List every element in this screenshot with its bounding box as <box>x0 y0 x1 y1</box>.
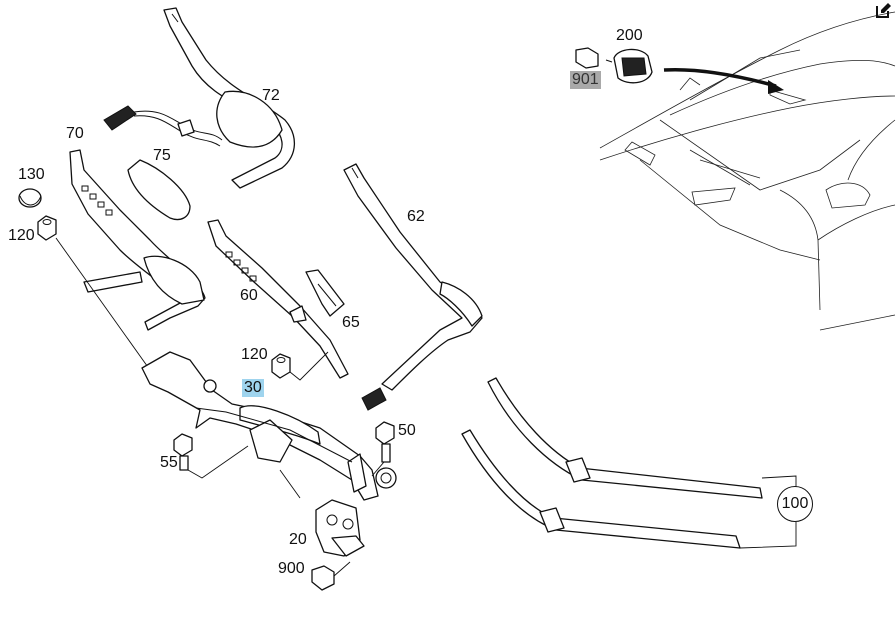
part-130-cap[interactable] <box>18 188 42 208</box>
edit-pencil-icon[interactable] <box>874 2 892 20</box>
callout-200[interactable]: 200 <box>616 27 643 44</box>
callout-65[interactable]: 65 <box>342 314 360 331</box>
part-120-nut-middle[interactable] <box>271 353 291 379</box>
part-62-wiper-arm[interactable] <box>343 163 483 411</box>
part-70-wiper-arm[interactable] <box>69 149 206 331</box>
part-900-connector[interactable] <box>311 565 335 591</box>
part-200-rain-sensor[interactable] <box>605 48 653 84</box>
part-120-nut-left[interactable] <box>37 215 57 241</box>
callout-30[interactable]: 30 <box>242 379 264 397</box>
part-75-wiring-harness[interactable] <box>103 105 223 147</box>
callout-901[interactable]: 901 <box>570 71 601 89</box>
part-75-cover[interactable] <box>127 159 191 221</box>
callout-60[interactable]: 60 <box>240 287 258 304</box>
part-55-bolt[interactable] <box>173 433 193 471</box>
part-72-bracket[interactable] <box>163 7 296 189</box>
callout-72[interactable]: 72 <box>262 87 280 104</box>
part-20-wiper-motor[interactable] <box>315 499 365 557</box>
callout-20[interactable]: 20 <box>289 531 307 548</box>
callout-50[interactable]: 50 <box>398 422 416 439</box>
callout-120-left[interactable]: 120 <box>8 227 35 244</box>
callout-75[interactable]: 75 <box>153 147 171 164</box>
callout-130[interactable]: 130 <box>18 166 45 183</box>
part-901-connector[interactable] <box>575 47 599 69</box>
callout-55[interactable]: 55 <box>160 454 178 471</box>
callout-100[interactable]: 100 <box>777 486 813 522</box>
callout-62[interactable]: 62 <box>407 208 425 225</box>
part-60-link[interactable] <box>207 219 349 379</box>
callout-900[interactable]: 900 <box>278 560 305 577</box>
callout-120-middle[interactable]: 120 <box>241 346 268 363</box>
callout-70[interactable]: 70 <box>66 125 84 142</box>
part-50-bolt[interactable] <box>375 421 395 463</box>
part-100-wiper-blades[interactable] <box>461 377 763 549</box>
part-65-clip[interactable] <box>305 269 345 317</box>
part-30-wiper-linkage[interactable] <box>141 351 397 501</box>
